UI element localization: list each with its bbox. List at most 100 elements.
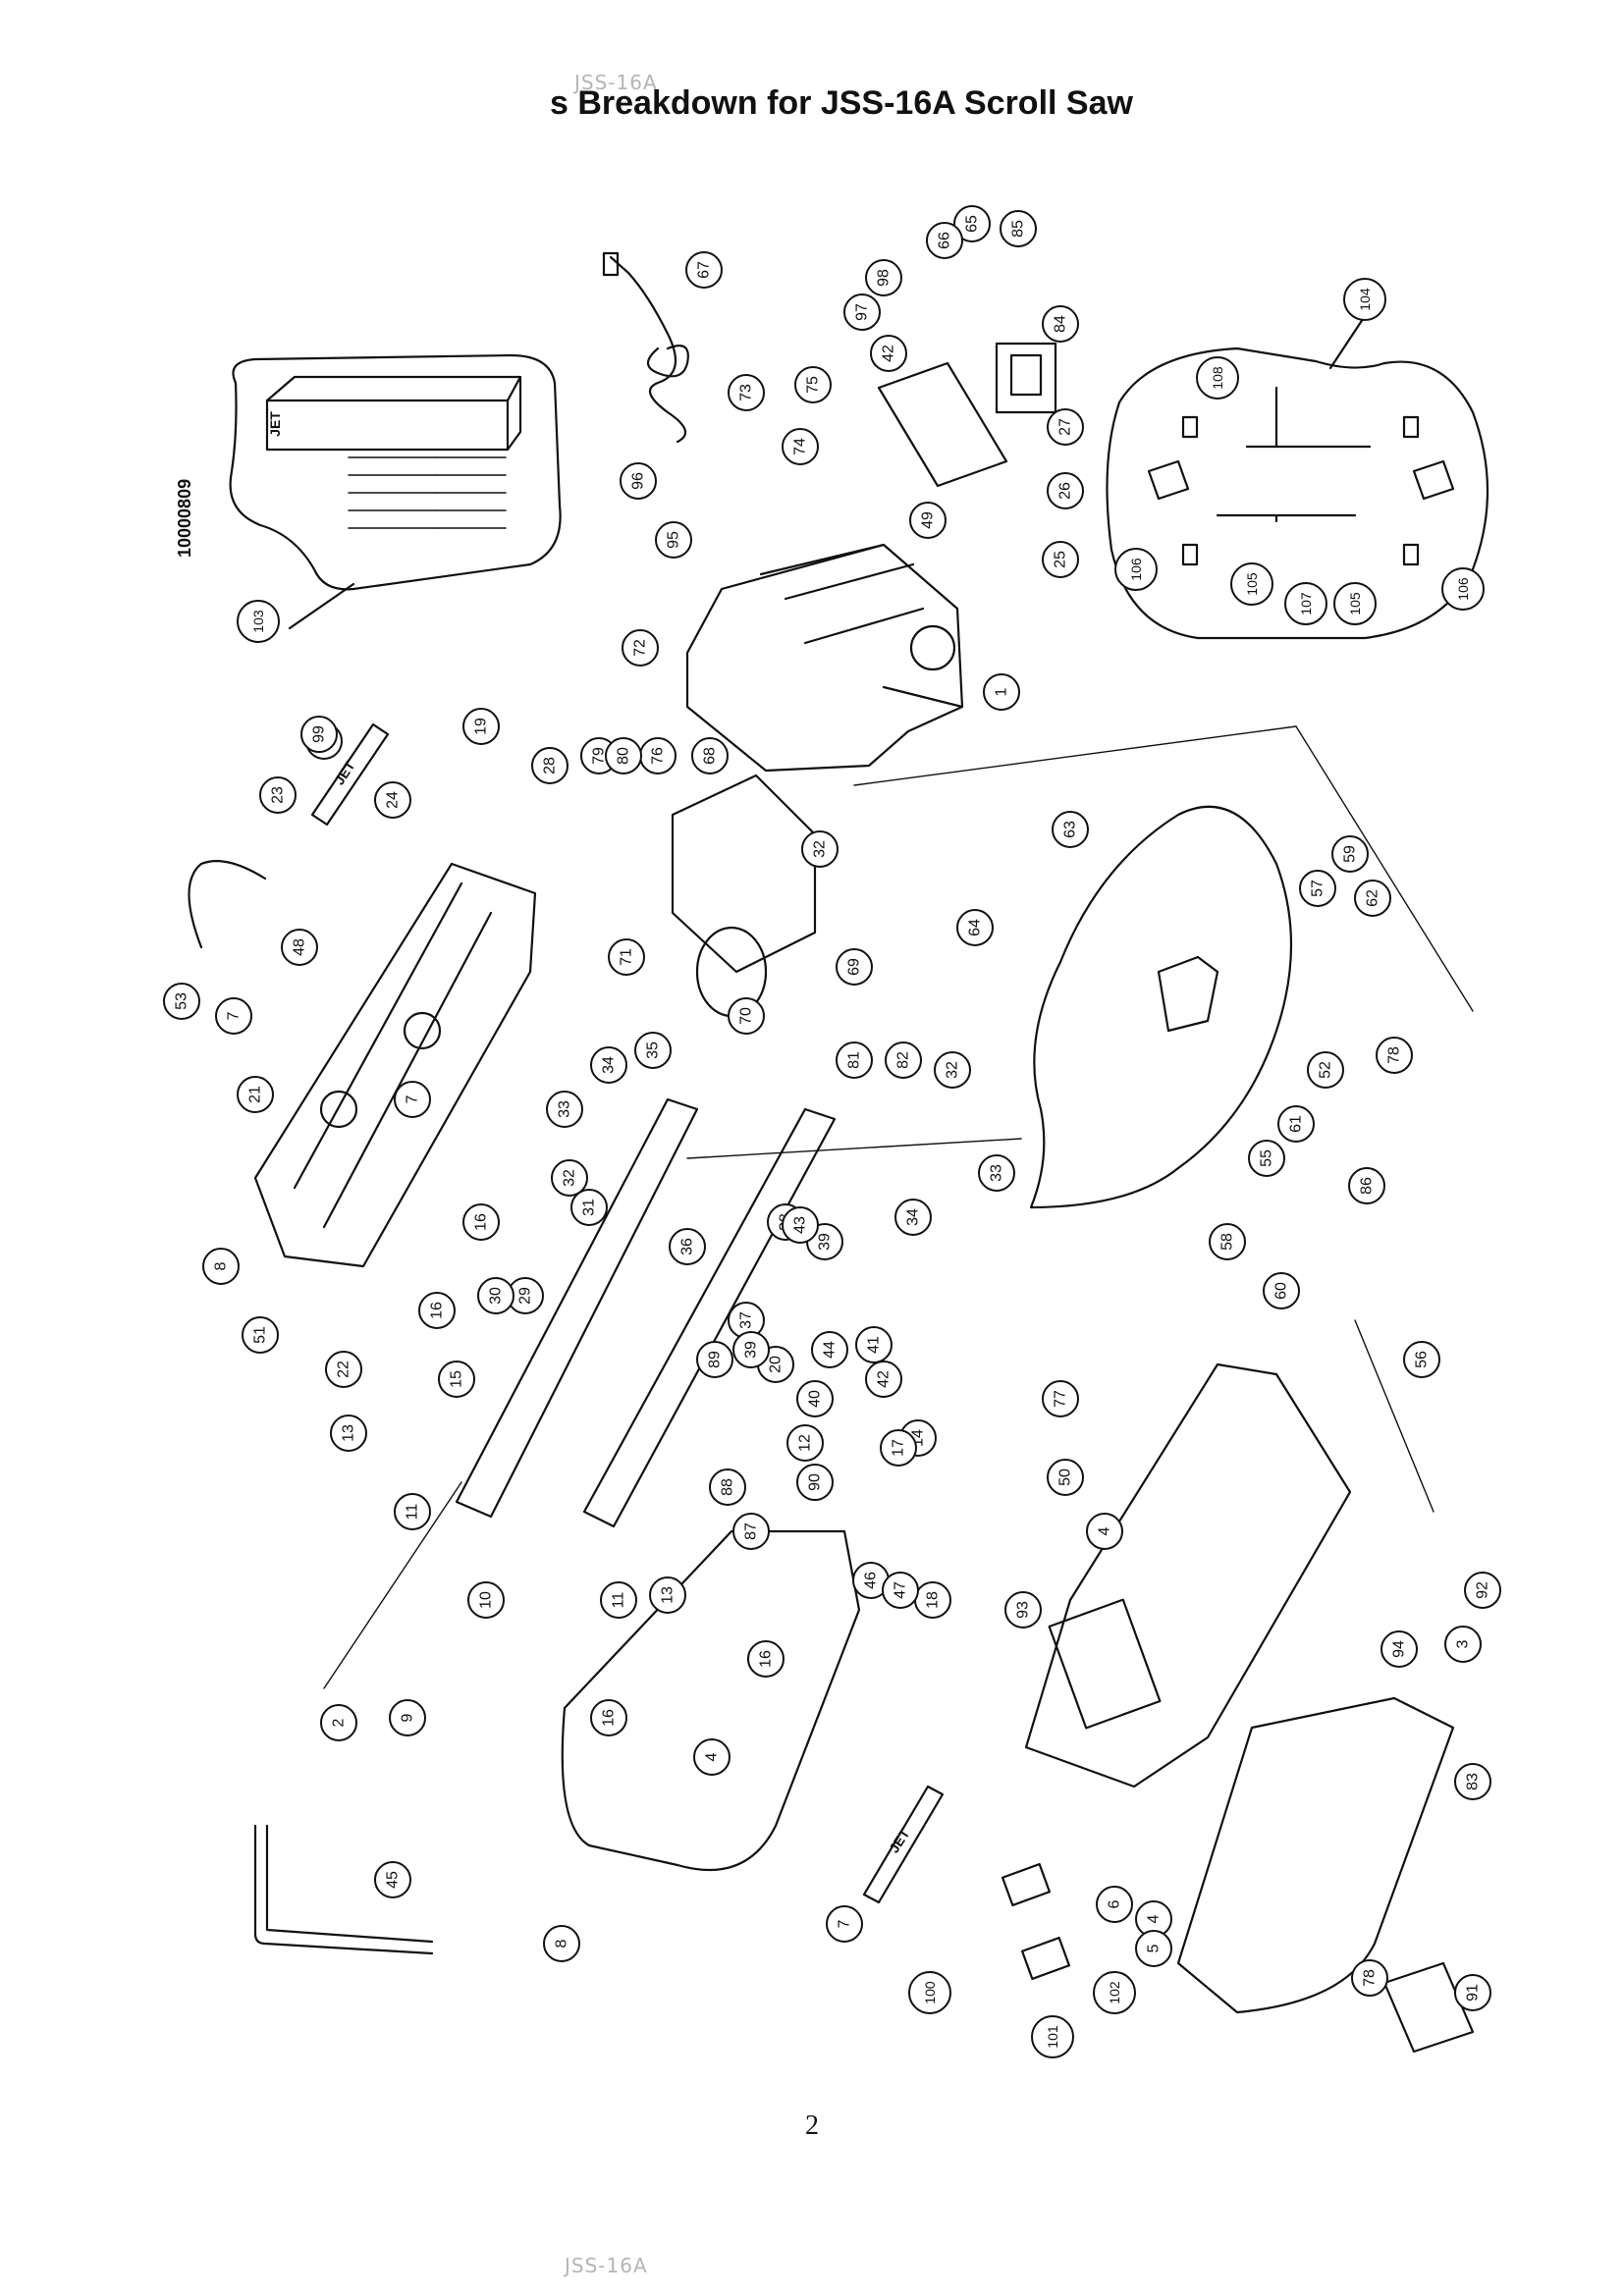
callout-label: 42	[876, 1370, 893, 1388]
callout-106: 106	[1114, 548, 1158, 591]
callout-4: 4	[1086, 1513, 1123, 1550]
callout-label: 60	[1273, 1282, 1290, 1300]
accessory-blades-group	[229, 353, 562, 630]
callout-label: 22	[336, 1361, 352, 1378]
callout-31: 31	[570, 1189, 608, 1226]
callout-30: 30	[477, 1277, 514, 1314]
callout-101: 101	[1031, 2015, 1074, 2058]
callout-75: 75	[794, 366, 832, 403]
callout-label: 84	[1053, 315, 1069, 333]
callout-26: 26	[1047, 472, 1084, 509]
callout-16: 16	[747, 1640, 785, 1678]
callout-85: 85	[1000, 210, 1037, 247]
callout-label: 64	[967, 919, 984, 936]
callout-label: 26	[1057, 482, 1074, 500]
callout-label: 85	[1010, 220, 1027, 238]
callout-label: 41	[866, 1336, 883, 1354]
callout-label: 78	[1386, 1046, 1403, 1064]
callout-16: 16	[590, 1699, 627, 1736]
label-102	[1001, 1862, 1052, 1907]
callout-106: 106	[1441, 567, 1485, 611]
callout-32: 32	[801, 830, 839, 868]
callout-label: 55	[1259, 1149, 1275, 1167]
callout-71: 71	[608, 938, 645, 976]
callout-60: 60	[1263, 1272, 1300, 1309]
callout-label: 107	[1298, 592, 1314, 615]
callout-103: 103	[237, 600, 280, 643]
callout-label: 88	[720, 1478, 736, 1496]
callout-label: 96	[630, 472, 647, 490]
callout-label: 42	[881, 345, 897, 362]
callout-label: 86	[1359, 1177, 1376, 1195]
callout-37: 37	[728, 1302, 765, 1339]
callout-label: 105	[1244, 572, 1260, 596]
callout-label: 69	[846, 958, 863, 976]
lower-frame-part	[1024, 1362, 1352, 1789]
callout-label: 36	[679, 1238, 696, 1255]
callout-label: 92	[1475, 1581, 1491, 1599]
table-part	[1029, 805, 1293, 1209]
callout-74: 74	[782, 428, 819, 465]
callout-97: 97	[843, 294, 881, 331]
callout-23: 23	[259, 776, 297, 814]
callout-label: 90	[807, 1473, 824, 1491]
callout-label: 34	[905, 1208, 922, 1226]
callout-label: 9	[400, 1713, 416, 1722]
callout-label: 108	[1210, 366, 1225, 390]
callout-label: 106	[1455, 577, 1471, 601]
callout-label: 20	[768, 1356, 785, 1373]
footer-model-stamp: JSS-16A	[565, 2254, 648, 2277]
callout-81: 81	[836, 1041, 873, 1079]
callout-label: 58	[1219, 1233, 1236, 1251]
callout-62: 62	[1354, 880, 1391, 917]
callout-label: 75	[805, 376, 822, 394]
callout-label: 6	[1107, 1899, 1123, 1908]
callout-32: 32	[551, 1159, 588, 1197]
callout-50: 50	[1047, 1459, 1084, 1496]
callout-35: 35	[634, 1032, 672, 1069]
callout-78: 78	[1376, 1037, 1413, 1074]
callout-7: 7	[826, 1905, 863, 1943]
callout-80: 80	[605, 737, 642, 774]
callout-59: 59	[1331, 835, 1369, 873]
power-cord-part	[602, 251, 689, 444]
callout-102: 102	[1093, 1971, 1136, 2014]
callout-label: 65	[964, 215, 981, 233]
callout-label: 32	[945, 1061, 961, 1079]
callout-label: 72	[632, 639, 649, 657]
callout-label: 24	[385, 791, 402, 809]
jet-logo-text: JET	[267, 411, 283, 437]
callout-label: 81	[846, 1051, 863, 1069]
callout-label: 78	[1362, 1969, 1379, 1987]
callout-label: 87	[743, 1522, 760, 1540]
callout-95: 95	[655, 521, 692, 559]
callout-label: 11	[611, 1592, 627, 1609]
callout-label: 57	[1310, 880, 1326, 897]
accessory-wrench-group	[1106, 314, 1489, 640]
callout-label: 50	[1057, 1468, 1074, 1486]
callout-label: 19	[473, 718, 490, 735]
callout-label: 10	[478, 1591, 495, 1609]
callout-82: 82	[885, 1041, 922, 1079]
callout-label: 102	[1107, 1981, 1122, 2004]
callout-label: 15	[449, 1370, 465, 1388]
callout-label: 100	[922, 1981, 938, 2004]
arm-14-15-part	[455, 1097, 837, 1528]
callout-label: 101	[1045, 2025, 1060, 2049]
callout-label: 4	[1146, 1914, 1163, 1923]
callout-40: 40	[796, 1380, 834, 1417]
callout-label: 8	[213, 1261, 230, 1270]
callout-94: 94	[1380, 1630, 1418, 1668]
callout-83: 83	[1454, 1763, 1491, 1800]
callout-label: 17	[891, 1439, 907, 1457]
callout-label: 16	[601, 1709, 618, 1727]
decal-100	[862, 1785, 945, 1904]
callout-label: 68	[702, 747, 719, 765]
motor-housing-part	[685, 543, 964, 773]
callout-label: 16	[758, 1650, 775, 1668]
callout-108: 108	[1196, 356, 1239, 400]
callout-label: 76	[650, 747, 667, 765]
callout-36: 36	[669, 1228, 706, 1265]
callout-64: 64	[956, 909, 994, 946]
callout-45: 45	[374, 1861, 411, 1898]
